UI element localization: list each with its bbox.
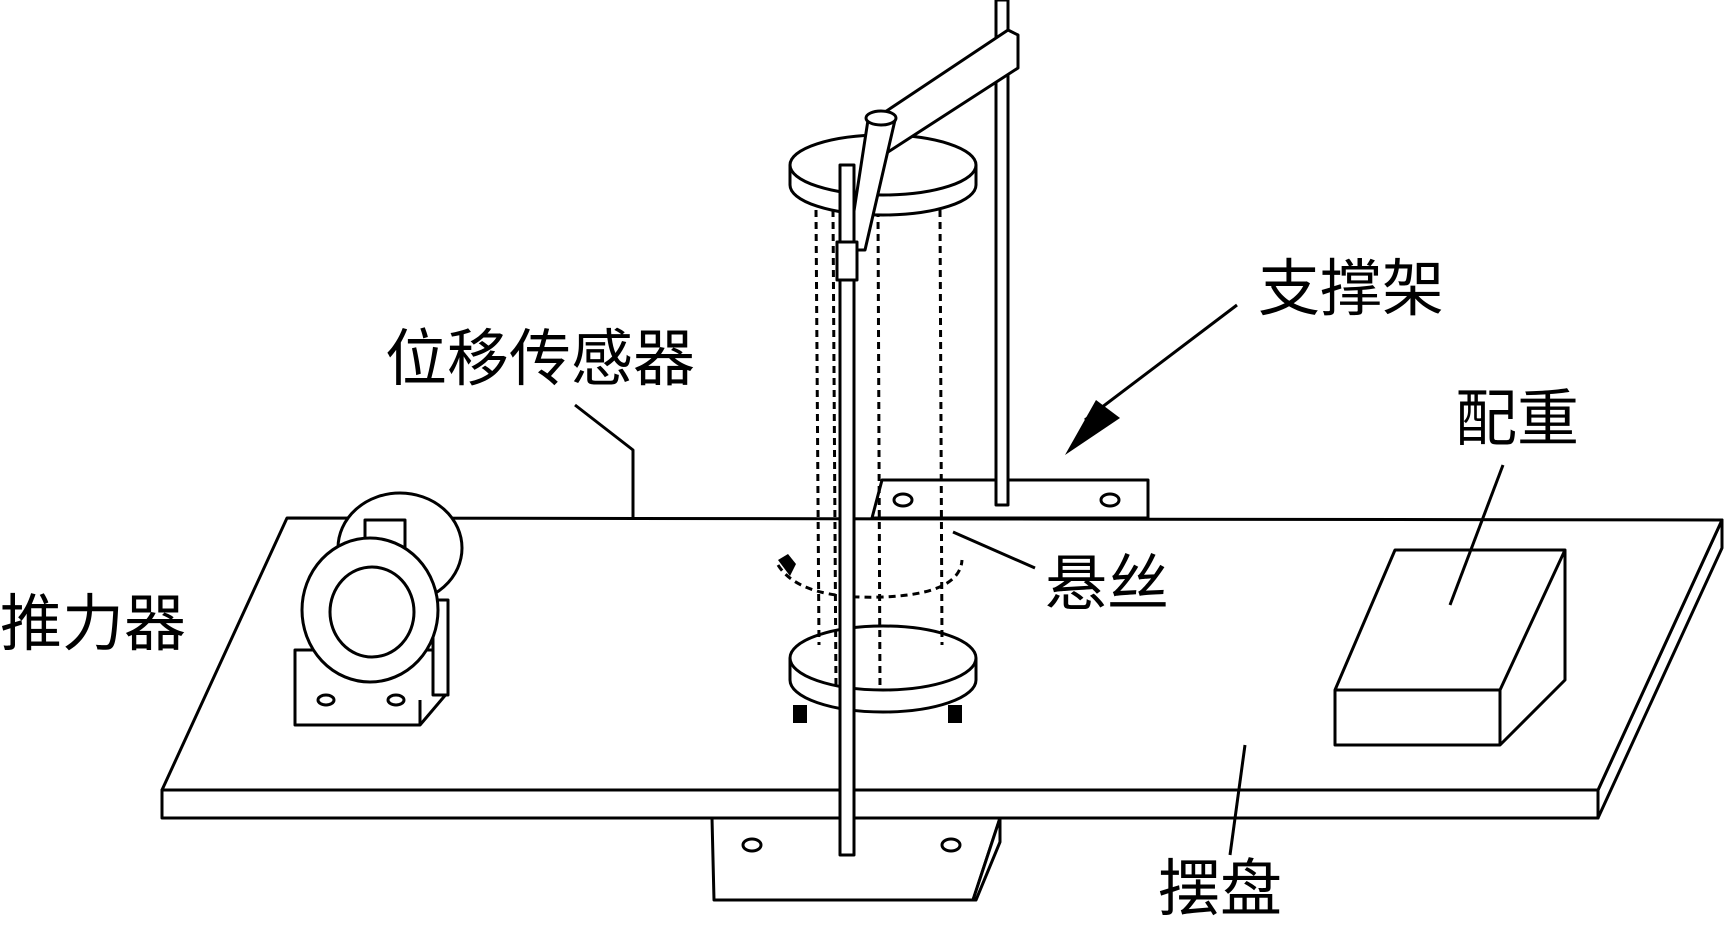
- label-counterweight: 配重: [1455, 382, 1579, 455]
- label-suspension-wire: 悬丝: [1045, 547, 1169, 620]
- label-displacement-sensor: 位移传感器: [385, 322, 695, 395]
- thruster: [293, 491, 464, 727]
- leader-lines: [574, 303, 1505, 856]
- label-support-frame: 支撑架: [1258, 252, 1444, 325]
- lower-base-plate: [710, 816, 1002, 902]
- label-thruster: 推力器: [0, 587, 186, 660]
- counterweight: [1333, 548, 1567, 747]
- support-frame: [846, 0, 1020, 507]
- label-swing-plate: 摆盘: [1158, 852, 1282, 925]
- displacement-sensor: [835, 163, 859, 857]
- suspension-wires: [776, 209, 964, 691]
- support-frame-base: [870, 478, 1150, 520]
- arrow-head-icon: [1065, 400, 1120, 455]
